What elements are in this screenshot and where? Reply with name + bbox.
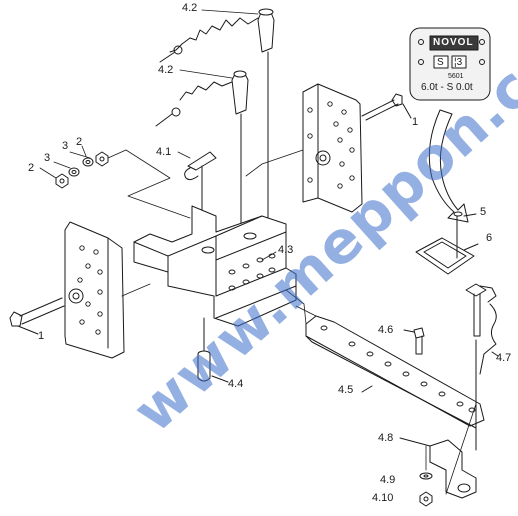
hook-pin-4-7 <box>465 283 499 451</box>
plate-s-value: ¦3 <box>454 57 463 68</box>
right-side-plate <box>302 83 363 213</box>
callout-4-3: 4.3 <box>278 244 294 256</box>
plate-s-label: S <box>437 57 444 68</box>
chain-4-2-upper <box>159 17 259 63</box>
nut-2-upper <box>95 151 109 167</box>
callout-4-2-lower: 4.2 <box>158 64 174 76</box>
bolt-4-6 <box>403 327 425 355</box>
callout-leaders <box>177 9 277 261</box>
callout-4-5: 4.5 <box>338 384 354 396</box>
drawbar-4-5 <box>305 315 485 429</box>
callout-2-lower: 2 <box>28 162 35 174</box>
nut-4-10 <box>419 491 433 507</box>
plate-rating: 6.0t - S 0.0t <box>421 82 473 93</box>
pin-4-2-lower <box>231 70 249 233</box>
washer-3-upper <box>82 157 94 167</box>
pin-4-4 <box>197 317 229 383</box>
id-plate <box>409 27 491 101</box>
leader-lines-nuts <box>39 145 191 219</box>
pin-4-2-upper <box>257 8 275 229</box>
callout-4-4: 4.4 <box>228 378 244 390</box>
chain-4-2-lower <box>155 81 233 127</box>
nut-2-lower <box>55 173 69 189</box>
plate-brand: NOVOL <box>433 37 474 48</box>
bolt-1-left <box>9 297 65 335</box>
bolt-1-right <box>361 93 412 121</box>
callout-2-upper: 2 <box>76 136 83 148</box>
callout-4-2-upper: 4.2 <box>182 2 198 14</box>
hitch-bracket-4-3 <box>133 205 297 327</box>
callout-3-upper: 3 <box>62 140 69 152</box>
callout-1-left: 1 <box>38 330 45 342</box>
callout-4-7: 4.7 <box>496 352 512 364</box>
callout-4-1: 4.1 <box>156 146 172 158</box>
washer-3-lower <box>68 167 80 177</box>
arrow-plate-to-pad <box>428 109 469 223</box>
rivet-5 <box>453 211 477 259</box>
callout-4-10: 4.10 <box>372 492 394 504</box>
callout-1-right: 1 <box>412 116 419 128</box>
callout-4-8: 4.8 <box>378 432 394 444</box>
callout-3-lower: 3 <box>44 152 51 164</box>
callout-4-6: 4.6 <box>378 324 394 336</box>
pad-6 <box>415 237 479 275</box>
left-side-plate <box>64 221 125 359</box>
callout-6: 6 <box>486 232 493 244</box>
lower-hitch-4-8 <box>399 437 477 499</box>
plate-model: 5601 <box>448 73 464 80</box>
callout-5: 5 <box>480 206 487 218</box>
washer-4-9 <box>419 472 433 480</box>
assembly-guide-lines <box>121 149 477 495</box>
callout-4-9: 4.9 <box>380 474 396 486</box>
